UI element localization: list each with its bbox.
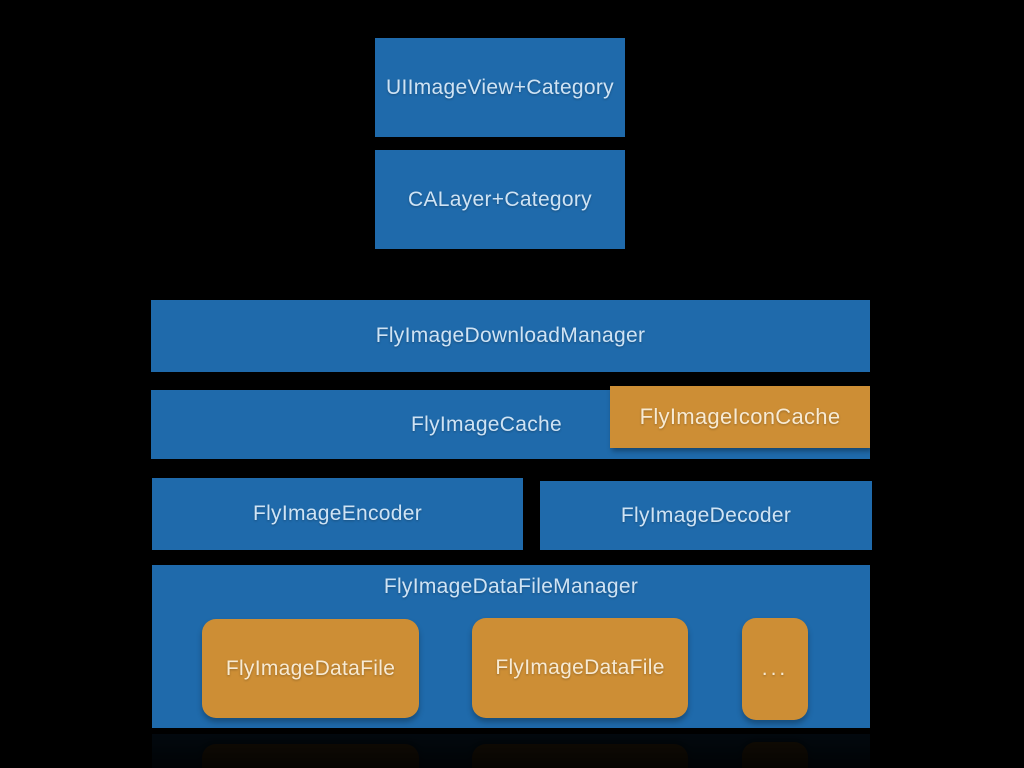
data-file-box: FlyImageDataFile <box>202 619 419 718</box>
data-file-box: FlyImageDataFile <box>472 618 688 718</box>
uiimageview-category-box: UIImageView+Category <box>375 38 625 137</box>
reflection-file-box: FlyImageDataFile <box>202 744 419 768</box>
download-manager-box: FlyImageDownloadManager <box>151 300 870 372</box>
reflection-file-box: FlyImageDataFile <box>472 744 688 768</box>
reflection-file-box: ... <box>742 742 808 768</box>
data-file-manager-title: FlyImageDataFileManager <box>383 575 639 598</box>
calayer-category-box: CALayer+Category <box>375 150 625 249</box>
icon-cache-box: FlyImageIconCache <box>610 386 870 448</box>
data-file-manager-box: FlyImageDataFileManager FlyImageDataFile… <box>152 565 870 728</box>
slide-reflection: FlyImageDataFileManager FlyImageDataFile… <box>152 734 870 768</box>
decoder-box: FlyImageDecoder <box>540 481 872 550</box>
reflection-container: FlyImageDataFileManager FlyImageDataFile… <box>152 734 870 768</box>
data-file-more-box: ... <box>742 618 808 720</box>
encoder-box: FlyImageEncoder <box>152 478 523 550</box>
